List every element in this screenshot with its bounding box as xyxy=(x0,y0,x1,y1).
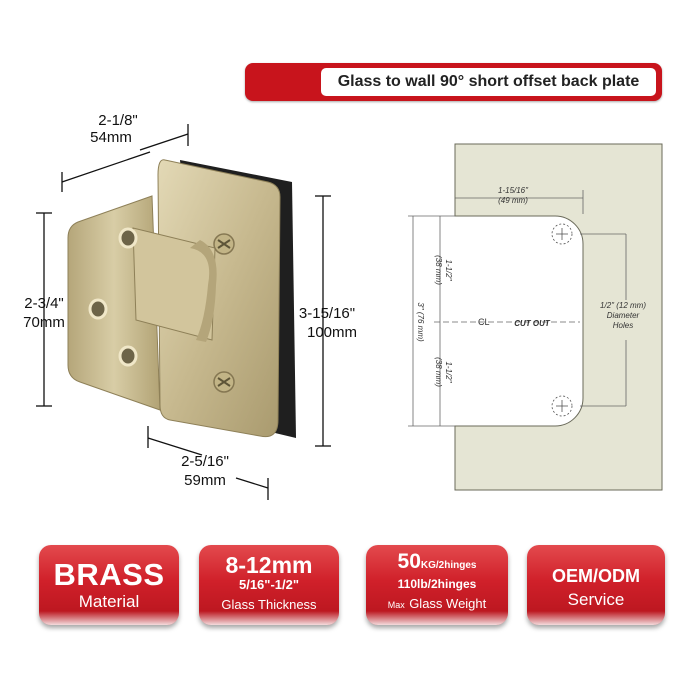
diagram-holes-line3: Holes xyxy=(613,321,633,330)
hinge-pivot xyxy=(190,240,217,342)
service-main: OEM/ODM xyxy=(552,566,640,586)
bottom-imperial: 2-5/16" xyxy=(181,453,229,470)
weight-kg-value: 50 xyxy=(397,550,421,573)
left-metric: 70mm xyxy=(23,314,65,331)
right-metric: 100mm xyxy=(307,324,357,341)
top-imperial: 2-1/8" xyxy=(98,112,138,129)
top-metric: 54mm xyxy=(90,129,132,146)
banner-title: Glass to wall 90° short offset back plat… xyxy=(321,68,656,96)
thickness-sub: Glass Thickness xyxy=(221,597,317,612)
hinge-illustration: 2-1/8" 54mm 2-3/4" 70mm 3-15/16" 100mm 2… xyxy=(23,112,357,500)
title-banner: Glass to wall 90° short offset back plat… xyxy=(245,63,662,101)
weight-badge: 50KG/2hinges 110lb/2hinges Max Glass Wei… xyxy=(366,545,508,625)
dimension-lines xyxy=(36,124,331,500)
weight-lb: 110lb/2hinges xyxy=(397,577,477,591)
material-main: BRASS xyxy=(53,557,165,592)
service-sub: Service xyxy=(567,590,625,609)
diagram-total: 3" (76 mm) xyxy=(416,302,425,342)
clamp-screws xyxy=(213,233,235,393)
diagram-width-metric: (49 mm) xyxy=(498,196,528,205)
wall-surface xyxy=(454,143,663,491)
cutout-diagram: 1-15/16" (49 mm) 1-1/2" (38 mm) 1-1/2" (… xyxy=(408,143,663,491)
diagram-holes xyxy=(551,223,573,417)
diagram-holes-line1: 1/2" (12 mm) xyxy=(600,301,646,310)
right-imperial: 3-15/16" xyxy=(299,305,355,322)
material-badge: BRASS Material xyxy=(39,545,179,625)
weight-kg-unit: KG/2hinges xyxy=(420,560,477,571)
bottom-metric: 59mm xyxy=(184,472,226,489)
diagram-lower-metric: (38 mm) xyxy=(434,357,443,387)
service-badge: OEM/ODM Service xyxy=(527,545,665,625)
diagram-cutout: CUT OUT xyxy=(514,319,551,328)
hinge-knuckle xyxy=(132,227,216,341)
thickness-imperial: 5/16"-1/2" xyxy=(238,577,300,592)
left-imperial: 2-3/4" xyxy=(24,295,64,312)
mounting-holes xyxy=(88,227,138,367)
diagram-upper-metric: (38 mm) xyxy=(434,255,443,285)
clamp-plate xyxy=(157,159,281,438)
diagram-dimension-lines xyxy=(408,190,627,427)
diagram-holes-line2: Diameter xyxy=(607,311,640,320)
diagram-lower-imperial: 1-1/2" xyxy=(444,361,453,383)
thickness-badge: 8-12mm 5/16"-1/2" Glass Thickness xyxy=(199,545,339,625)
diagram-width-imperial: 1-15/16" xyxy=(498,186,529,195)
weight-prefix: Max xyxy=(387,600,405,610)
weight-sub: Glass Weight xyxy=(409,596,487,611)
material-sub: Material xyxy=(78,592,140,611)
diagram-upper-imperial: 1-1/2" xyxy=(444,259,453,281)
diagram-cl: CL xyxy=(478,317,490,327)
thickness-main: 8-12mm xyxy=(225,552,313,578)
